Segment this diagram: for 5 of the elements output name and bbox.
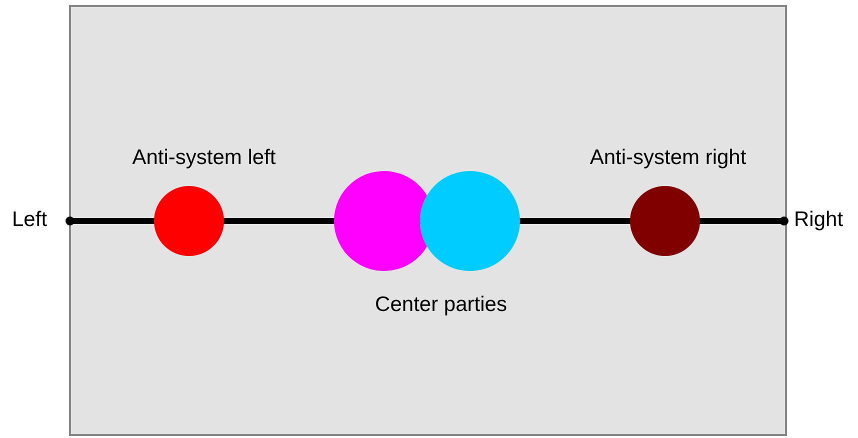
group-label: Anti-system left <box>132 146 276 170</box>
group-label: Center parties <box>375 293 507 317</box>
axis-end-label: Right <box>794 208 844 232</box>
group-label: Anti-system right <box>590 146 746 170</box>
axis-end-label: Left <box>12 208 48 232</box>
